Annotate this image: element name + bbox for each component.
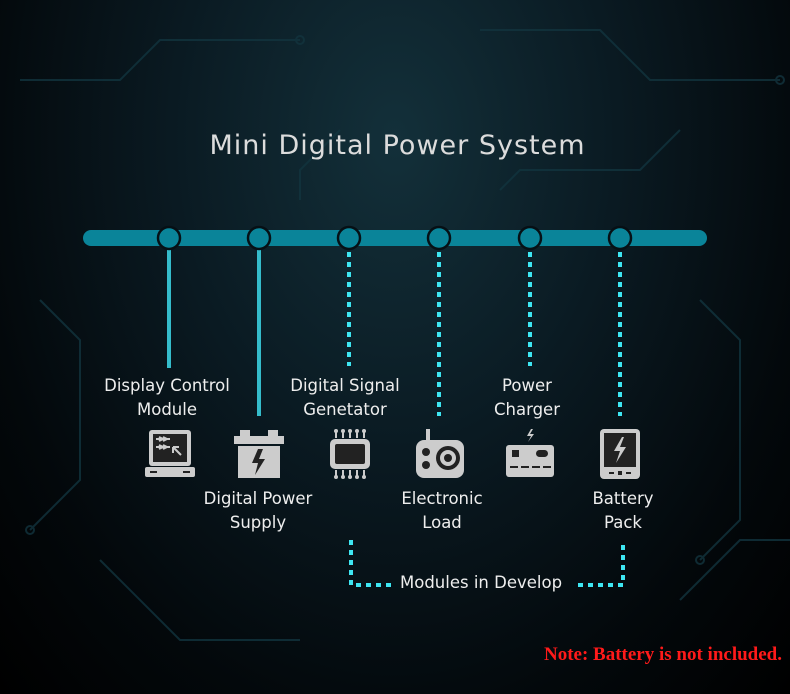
modules-in-develop-label: Modules in Develop [400,573,563,592]
bracket-left [349,540,395,587]
bus-node [517,225,543,251]
monitor-icon [145,430,195,477]
electronic-load-icon [416,429,464,478]
battery-pack-icon [600,429,640,479]
bus-node [426,225,452,251]
bracket-right [578,540,625,587]
power-supply-icon [234,430,284,478]
battery-note: Note: Battery is not included. [543,644,782,665]
page-title: Mini Digital Power System [209,130,586,161]
bus-node [336,225,362,251]
chip-icon [330,429,370,479]
charger-icon [506,429,554,477]
bus-node [607,225,633,251]
bus-node [246,225,272,251]
bus-node [156,225,182,251]
